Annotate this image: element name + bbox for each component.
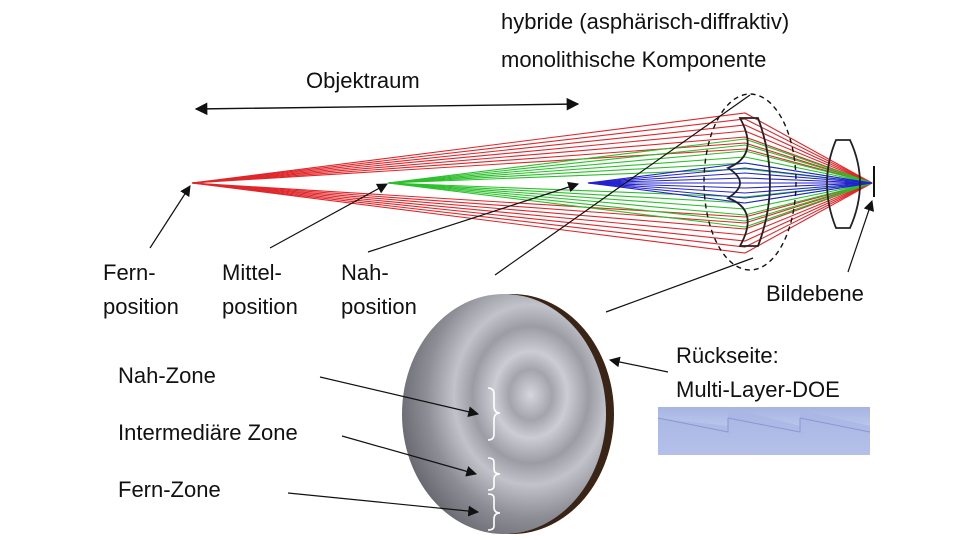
lens-disc-3d bbox=[402, 294, 614, 534]
nah-position-label-line2: position bbox=[341, 294, 417, 319]
ray bbox=[587, 182, 873, 189]
rueckseite-label-line1: Rückseite: bbox=[676, 343, 779, 368]
ray bbox=[191, 182, 873, 218]
doe-profile bbox=[657, 407, 871, 455]
zone-braces bbox=[487, 387, 501, 531]
ray bbox=[587, 162, 873, 184]
objektraum-arrow bbox=[194, 97, 580, 116]
intermediaere-zone-arrow bbox=[341, 435, 478, 477]
rueckseite-arrow bbox=[608, 356, 669, 373]
fern-zone-arrow bbox=[287, 492, 480, 517]
mittel-pointer-arrow bbox=[269, 183, 388, 249]
ray bbox=[191, 182, 873, 242]
ray bbox=[387, 138, 873, 184]
ray bbox=[587, 182, 873, 199]
ray bbox=[387, 182, 873, 216]
ray bbox=[587, 172, 873, 184]
ray bbox=[191, 182, 873, 224]
ray bbox=[191, 182, 873, 230]
bildebene-label: Bildebene bbox=[766, 281, 864, 306]
ray bbox=[387, 182, 873, 222]
bildebene-pointer-arrow bbox=[847, 199, 875, 273]
ray bbox=[587, 182, 873, 204]
component-label-line1: hybride (asphärisch-diffraktiv) bbox=[501, 9, 790, 34]
ray bbox=[191, 148, 873, 184]
ray bbox=[191, 136, 873, 184]
mittel-position-label-line1: Mittel- bbox=[222, 260, 282, 285]
nah-zone-label: Nah-Zone bbox=[118, 363, 216, 388]
component-label-line2: monolithische Komponente bbox=[501, 47, 767, 72]
near-ray-bundle bbox=[587, 162, 873, 204]
objektraum-label: Objektraum bbox=[306, 68, 420, 93]
nah-pointer-arrow bbox=[367, 181, 580, 253]
mittel-position-label-line2: position bbox=[222, 294, 298, 319]
fern-position-label-line2: position bbox=[103, 294, 179, 319]
ray bbox=[587, 167, 873, 184]
ray bbox=[587, 177, 873, 184]
ray bbox=[387, 182, 873, 210]
ray bbox=[387, 150, 873, 184]
component-pointer-line-lower bbox=[605, 257, 754, 313]
fern-position-label-line1: Fern- bbox=[103, 260, 156, 285]
ray bbox=[387, 182, 873, 228]
component-pointer-line-upper bbox=[494, 94, 751, 276]
nah-zone-arrow bbox=[319, 376, 480, 418]
ray bbox=[387, 144, 873, 184]
fern-pointer-arrow bbox=[149, 185, 191, 249]
fern-zone-label: Fern-Zone bbox=[118, 477, 221, 502]
second-lens bbox=[826, 139, 861, 229]
ray bbox=[387, 156, 873, 184]
intermediaere-zone-label: Intermediäre Zone bbox=[118, 420, 298, 445]
ray bbox=[191, 142, 873, 184]
ray bbox=[587, 182, 873, 194]
rueckseite-label-line2: Multi-Layer-DOE bbox=[676, 377, 840, 402]
hybrid-component-ellipse bbox=[703, 93, 797, 271]
hybrid-lens bbox=[725, 117, 771, 247]
nah-position-label-line1: Nah- bbox=[341, 260, 389, 285]
